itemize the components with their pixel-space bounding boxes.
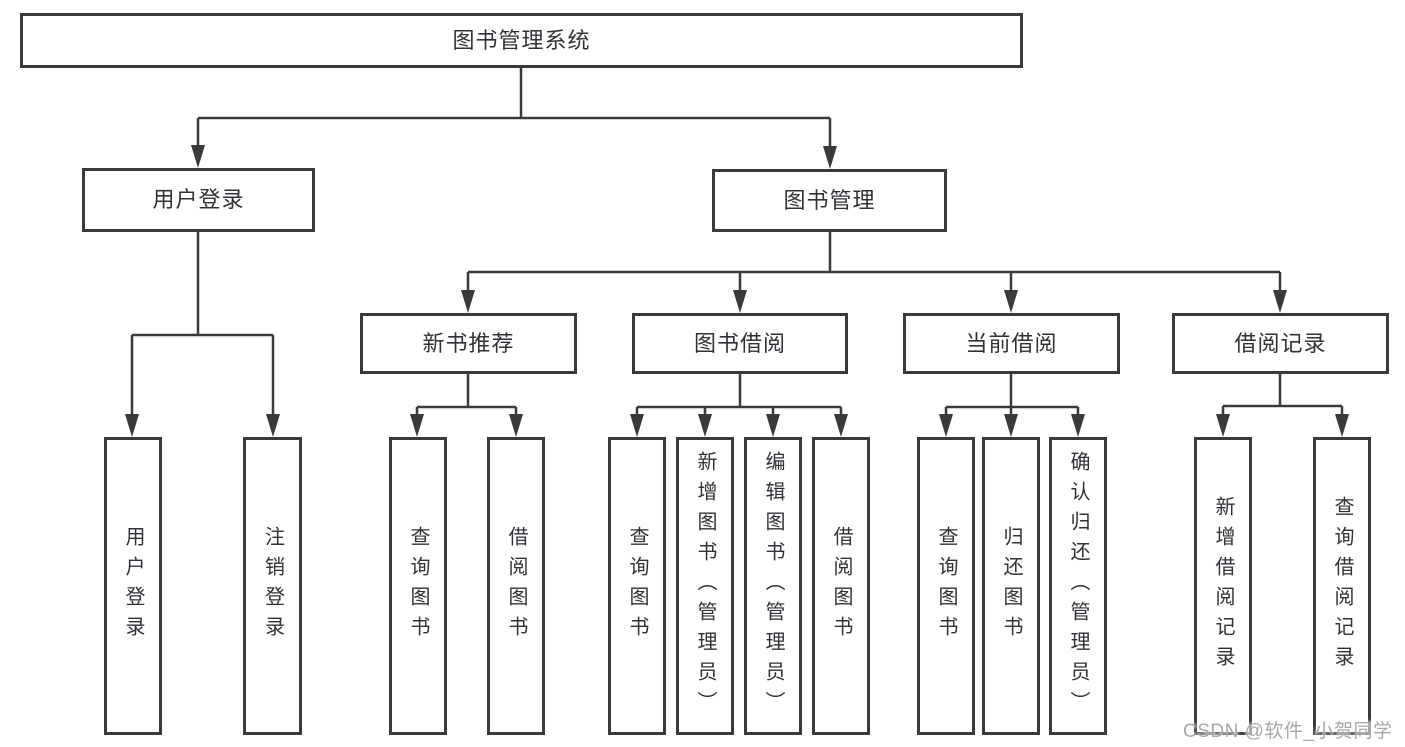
- leaf-current-return-books-label: 归还图书: [1000, 526, 1022, 646]
- leaf-user-login: 用户登录: [104, 437, 162, 735]
- watermark: CSDN @软件_小贺同学: [1183, 721, 1393, 742]
- node-borrowing-records-label: 借阅记录: [1234, 330, 1327, 356]
- node-new-book-recommendation-label: 新书推荐: [422, 330, 515, 356]
- leaf-records-query-record-label: 查询借阅记录: [1331, 496, 1353, 676]
- node-user-login: 用户登录: [82, 168, 315, 232]
- leaf-current-query-books: 查询图书: [917, 437, 975, 735]
- node-library-system: 图书管理系统: [20, 13, 1023, 68]
- node-new-book-recommendation: 新书推荐: [360, 313, 577, 374]
- leaf-records-add-record-label: 新增借阅记录: [1212, 496, 1234, 676]
- node-library-system-label: 图书管理系统: [452, 27, 591, 53]
- leaf-borrow-query-books-label: 查询图书: [626, 526, 648, 646]
- node-user-login-label: 用户登录: [152, 187, 245, 212]
- node-book-borrowing: 图书借阅: [632, 313, 848, 374]
- leaf-recommend-borrow-books: 借阅图书: [487, 437, 545, 735]
- leaf-borrow-query-books: 查询图书: [608, 437, 666, 735]
- node-current-borrowing: 当前借阅: [903, 313, 1120, 374]
- node-book-management-label: 图书管理: [783, 187, 876, 213]
- leaf-logout-label: 注销登录: [261, 526, 284, 646]
- leaf-borrow-borrow-books: 借阅图书: [812, 437, 870, 735]
- node-borrowing-records: 借阅记录: [1172, 313, 1389, 374]
- leaf-logout: 注销登录: [243, 437, 302, 735]
- leaf-borrow-borrow-books-label: 借阅图书: [830, 526, 852, 646]
- leaf-current-confirm-return-admin: 确认归还（管理员）: [1049, 437, 1107, 735]
- leaf-records-add-record: 新增借阅记录: [1194, 437, 1252, 735]
- node-book-management: 图书管理: [712, 169, 947, 232]
- arrowheads: [125, 145, 1349, 437]
- leaf-borrow-edit-books-admin-label: 编辑图书（管理员）: [762, 451, 784, 721]
- leaf-borrow-add-books-admin: 新增图书（管理员）: [676, 437, 734, 735]
- leaf-user-login-label: 用户登录: [122, 526, 144, 646]
- leaf-recommend-borrow-books-label: 借阅图书: [505, 526, 527, 646]
- leaf-recommend-query-books-label: 查询图书: [407, 526, 429, 646]
- leaf-borrow-add-books-admin-label: 新增图书（管理员）: [694, 451, 716, 721]
- leaf-records-query-record: 查询借阅记录: [1313, 437, 1371, 735]
- node-book-borrowing-label: 图书借阅: [693, 330, 786, 356]
- node-current-borrowing-label: 当前借阅: [965, 330, 1058, 356]
- leaf-borrow-edit-books-admin: 编辑图书（管理员）: [744, 437, 802, 735]
- leaf-current-confirm-return-admin-label: 确认归还（管理员）: [1067, 451, 1089, 721]
- leaf-current-query-books-label: 查询图书: [935, 526, 957, 646]
- leaf-current-return-books: 归还图书: [982, 437, 1040, 735]
- leaf-recommend-query-books: 查询图书: [389, 437, 447, 735]
